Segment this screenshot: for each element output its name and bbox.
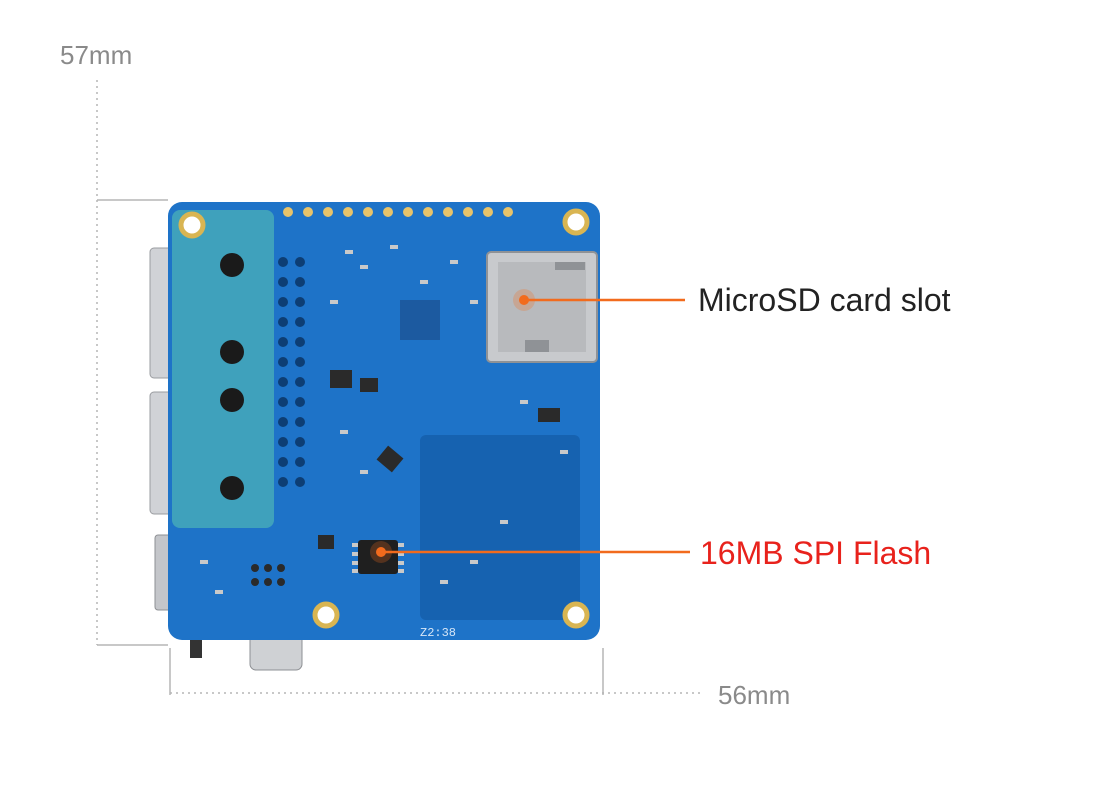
height-dimension-guide [96,80,168,646]
height-dimension-label: 57mm [60,40,133,70]
microsd-callout-label: MicroSD card slot [698,282,951,318]
width-dimension-guide [169,648,700,695]
mounting-holes [178,208,590,629]
spi-flash-callout-pointer [370,541,690,563]
silkscreen-marking: Z2:38 [420,626,456,640]
pcb: Z2:38 [168,202,600,640]
microsd-slot [486,251,598,363]
width-dimension-label: 56mm [718,680,791,710]
spi-flash-callout-label: 16MB SPI Flash [700,535,932,571]
microsd-callout-pointer [513,289,685,311]
spi-flash-chip [352,540,404,574]
